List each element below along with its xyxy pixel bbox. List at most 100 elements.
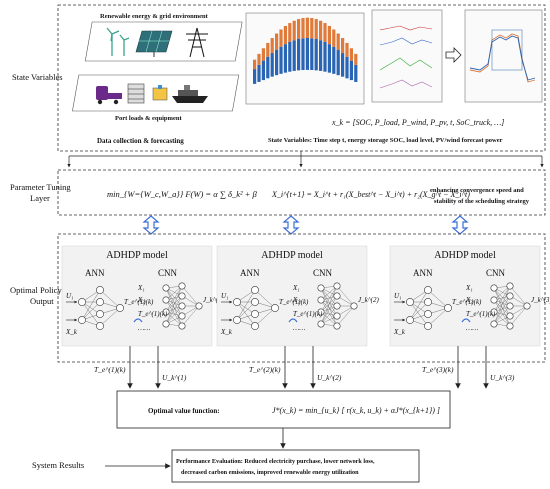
neuron-node: [506, 282, 514, 290]
feedback-arc-icon: [461, 318, 471, 323]
label-state-variables: State Variables: [12, 72, 63, 82]
input-x-label: X_k: [65, 328, 78, 336]
ann-output-label: T_e^(1)(k): [124, 298, 154, 306]
neuron-node: [96, 286, 104, 294]
state-variables-caption: State Variables: Time step t, energy sto…: [268, 137, 503, 144]
cnn-network: [317, 282, 358, 330]
input-u-label: U₁: [66, 292, 74, 300]
neuron-node: [96, 310, 104, 318]
ship-icon: [172, 85, 208, 103]
value-function-box: [116, 390, 451, 429]
neuron-node: [333, 302, 341, 310]
neuron-node: [317, 296, 325, 304]
neuron-node: [333, 322, 341, 330]
input-x-label: X_k: [393, 328, 406, 336]
ann-output-label: T_e^(1)(k): [279, 298, 309, 306]
neuron-node: [424, 298, 432, 306]
policy-panel: [57, 233, 546, 363]
neuron-node: [251, 298, 259, 306]
label-system-results: System Results: [32, 460, 84, 470]
neuron-node: [490, 296, 498, 304]
input-u-label: U₁: [221, 292, 229, 300]
value-function-label: Optimal value function:: [148, 407, 220, 415]
cnn-input-label: ……: [466, 324, 478, 332]
label-output: Output: [30, 296, 54, 306]
cnn-label: CNN: [158, 268, 178, 278]
neuron-node: [317, 308, 325, 316]
neuron-node: [490, 284, 498, 292]
policy-output-t-label: T_e^(1)(k): [94, 365, 126, 374]
neuron-node: [233, 316, 241, 324]
ann-label: ANN: [413, 268, 433, 278]
neuron-node: [178, 322, 186, 330]
neuron-node: [350, 302, 358, 310]
neuron-node: [162, 296, 170, 304]
forecast-chart-thumb-3: [464, 9, 543, 103]
neuron-node: [178, 282, 186, 290]
neuron-node: [162, 284, 170, 292]
cnn-input-label: T_e^(1)(k): [466, 310, 496, 318]
neuron-node: [506, 302, 514, 310]
cnn-input-label: X₂: [137, 296, 145, 304]
cnn-input-label: ……: [138, 324, 150, 332]
neuron-node: [233, 298, 241, 306]
results-line2: decreased carbon emissions, improved ren…: [181, 469, 359, 476]
transmission-tower-icon: [186, 27, 208, 58]
renewable-title: Renewable energy & grid environment: [100, 13, 209, 20]
container-icon: [127, 83, 145, 104]
neuron-node: [78, 298, 86, 306]
neuron-node: [162, 320, 170, 328]
neuron-node: [96, 298, 104, 306]
model-title: ADHDP model: [434, 250, 496, 261]
neuron-node: [506, 312, 514, 320]
forecast-chart-thumb-2: [371, 9, 443, 103]
input-x-label: X_k: [220, 328, 233, 336]
neuron-node: [195, 302, 203, 310]
tuning-policy-link-arrows: [142, 215, 469, 235]
neuron-node: [523, 302, 531, 310]
ann-network: [394, 286, 452, 330]
forecast-chart-thumb-1: [245, 12, 365, 105]
input-u-label: U₁: [394, 292, 402, 300]
label-optimal-policy: Optimal Policy: [10, 285, 62, 295]
cnn-network: [490, 282, 531, 330]
ann-network: [221, 286, 279, 330]
neuron-node: [333, 292, 341, 300]
policy-output-u-label: U_k^(1): [162, 373, 187, 382]
cnn-network: [162, 282, 203, 330]
neuron-node: [116, 304, 124, 312]
cnn-input-label: X₁: [465, 284, 473, 292]
cnn-input-label: X₂: [465, 296, 473, 304]
results-line1: Performance Evaluation: Reduced electric…: [176, 458, 375, 465]
neuron-node: [317, 320, 325, 328]
feedback-arc-icon: [288, 318, 298, 323]
neuron-node: [406, 298, 414, 306]
state-vector-formula: x_k = [SOC, P_load, P_wind, P_pv, t, SoC…: [331, 118, 504, 127]
neuron-node: [406, 316, 414, 324]
neuron-node: [333, 312, 341, 320]
cnn-input-label: T_e^(1)(k): [138, 310, 168, 318]
value-function-formula: J*(x_k) = min_{u_k} [ r(x_k, u_k) + αJ*(…: [272, 406, 440, 415]
ann-label: ANN: [85, 268, 105, 278]
neuron-node: [444, 304, 452, 312]
label-layer: Layer: [30, 193, 50, 203]
tuning-note-line2: stability of the scheduling strategy: [434, 198, 530, 205]
state-panel: [57, 4, 546, 152]
neuron-node: [490, 308, 498, 316]
ann-output-label: T_e^(1)(k): [452, 298, 482, 306]
pso-update-formula: X_i^{t+1} = X_i^t + r₁(X_best^t − X_i^t)…: [271, 190, 470, 199]
neuron-node: [162, 308, 170, 316]
neuron-node: [251, 322, 259, 330]
cnn-input-label: ……: [293, 324, 305, 332]
double-arrow-icon: [142, 215, 160, 235]
neuron-node: [178, 292, 186, 300]
feedback-arc-icon: [133, 318, 143, 323]
neuron-node: [251, 286, 259, 294]
results-box: [171, 449, 420, 483]
neuron-node: [78, 316, 86, 324]
neuron-node: [178, 312, 186, 320]
